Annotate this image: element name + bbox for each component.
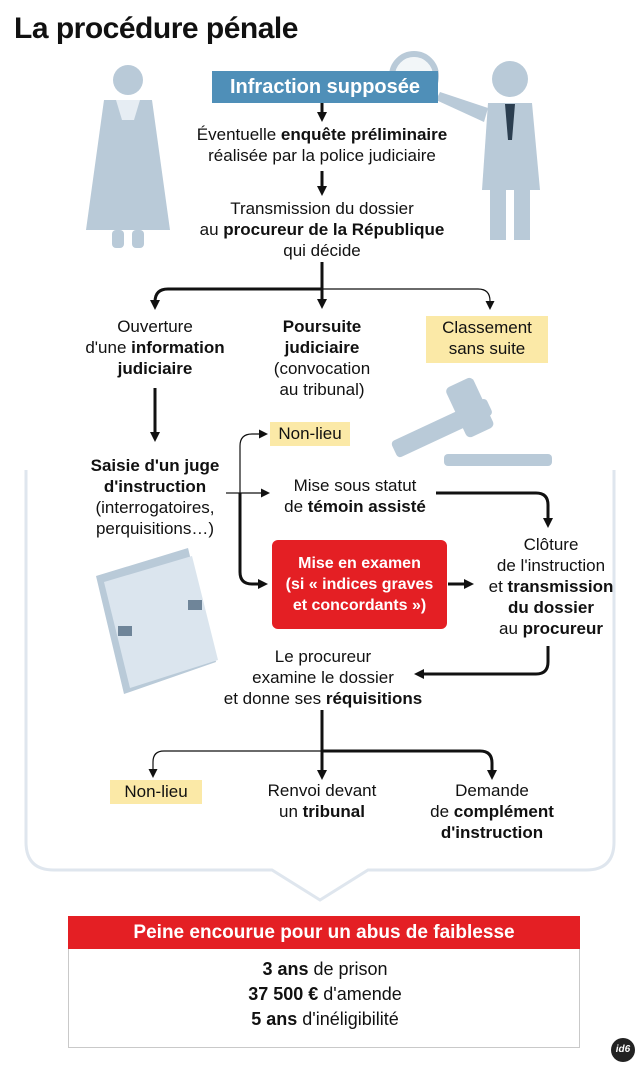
arrow-to-examen (238, 493, 268, 589)
poursuite-text: Poursuite judiciaire (convocation au tri… (273, 317, 371, 399)
arrow-to-demande (322, 749, 497, 780)
enquete-text: Éventuelle enquête préliminaire réalisée… (196, 125, 448, 165)
transmission-text: Transmission du dossier au procureur de … (199, 199, 445, 260)
renvoi-text: Renvoi devant un tribunal (267, 781, 377, 821)
arrow-to-nonlieu-1 (239, 429, 268, 493)
start-box: Infraction supposée (212, 71, 438, 103)
penalty-ineligibilite: 5 ans d'inéligibilité (251, 1009, 399, 1029)
arrow-temoin-cloture (436, 491, 553, 528)
penalty-details: 3 ans de prison 37 500 € d'amende 5 ans … (200, 957, 450, 1032)
procureur-text: Le procureur examine le dossier et donne… (223, 647, 423, 708)
temoin-text: Mise sous statut de témoin assisté (284, 476, 426, 516)
magistrate-figure (86, 65, 170, 248)
folder-icon (96, 548, 218, 694)
arrow-cloture-procureur (414, 646, 550, 679)
demande-text: Demande de complément d'instruction (430, 781, 554, 842)
mise-en-examen-box: Mise en examen (si « indices graves et c… (272, 540, 447, 629)
page-title: La procédure pénale (14, 12, 298, 45)
id6-logo: id6 (611, 1038, 635, 1062)
non-lieu-box-1: Non-lieu (270, 422, 350, 446)
arrow-to-nonlieu-2 (148, 750, 322, 778)
ouverture-text: Ouverture d'une information judiciaire (85, 317, 225, 378)
cloture-text: Clôture de l'instruction et transmission… (488, 535, 614, 638)
saisie-text: Saisie d'un juge d'instruction (interrog… (90, 456, 220, 538)
penalty-title: Peine encourue pour un abus de faiblesse (68, 916, 580, 949)
arrow-to-ouverture (150, 287, 322, 310)
penalty-prison: 3 ans de prison (262, 959, 388, 979)
penalty-amende: 37 500 € d'amende (248, 984, 402, 1004)
classement-box: Classement sans suite (426, 316, 548, 363)
panel-outline (24, 470, 616, 902)
arrow-to-classement (322, 288, 495, 310)
gavel-icon (391, 377, 552, 466)
non-lieu-box-2: Non-lieu (110, 780, 202, 804)
